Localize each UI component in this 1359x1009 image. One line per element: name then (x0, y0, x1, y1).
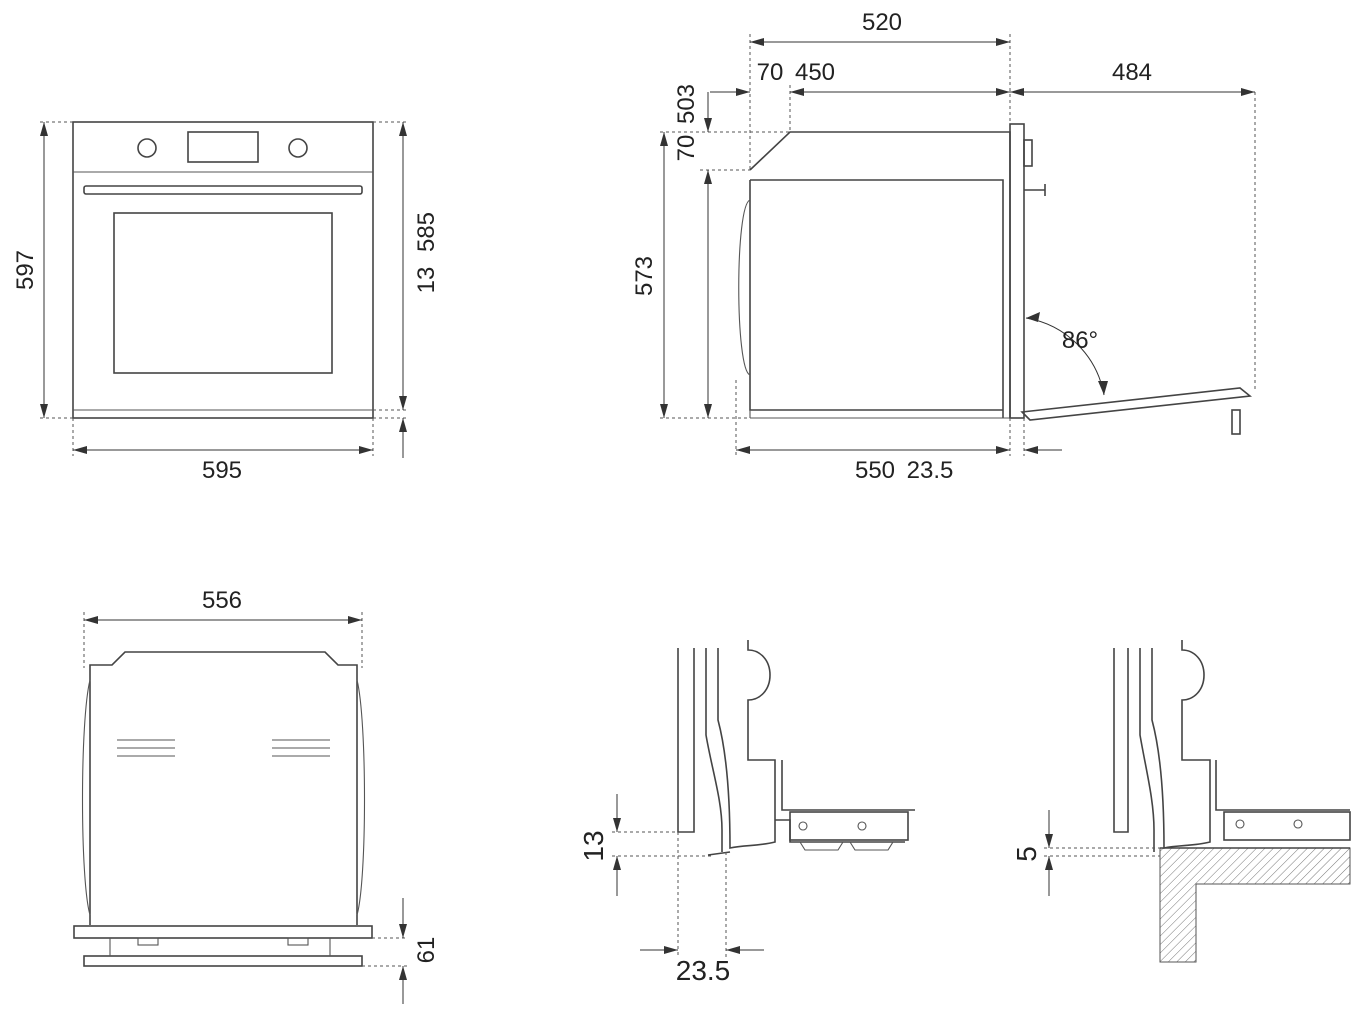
front-dimensions: 597 585 13 595 (12, 121, 440, 484)
dim-13-front: 13 (413, 267, 440, 294)
dim-70-top: 70 (757, 59, 784, 86)
detail1-panel (677, 648, 695, 833)
door-edge (83, 955, 363, 967)
detail-2-dimensions: 5 (1011, 810, 1160, 896)
right-knob-icon (288, 138, 308, 158)
top-view-dimensions: 556 61 (83, 587, 440, 1004)
angle-86: 86° (1062, 327, 1098, 354)
detail1-cavity (717, 640, 776, 849)
door-handle-side (1024, 184, 1046, 196)
detail2-panel (1113, 648, 1129, 833)
top-view (73, 651, 373, 967)
countertop-section (1159, 847, 1351, 963)
side-rear-bulge (738, 199, 751, 376)
dim-520: 520 (862, 9, 902, 36)
side-cavity (750, 179, 1004, 418)
side-body (749, 180, 1003, 411)
dim-484: 484 (1112, 59, 1152, 86)
dim-550: 550 (855, 457, 895, 484)
detail-1-dimensions: 13 23.5 (578, 794, 764, 986)
side-dimensions: 520 70 450 484 70 503 573 (631, 9, 1256, 484)
front-frame (73, 925, 373, 939)
door-panel (1009, 123, 1025, 419)
left-vent (117, 739, 175, 757)
dim-573: 573 (631, 256, 658, 296)
detail2-bracket (1223, 811, 1351, 841)
detail-2 (1113, 640, 1351, 963)
dim-450: 450 (795, 59, 835, 86)
detail-1 (677, 640, 915, 856)
left-knob-icon (137, 138, 157, 158)
open-door (1020, 387, 1253, 421)
dim-5-detail: 5 (1011, 846, 1042, 862)
front-view (72, 121, 374, 419)
door-foot (1231, 409, 1241, 435)
side-view: 86° (738, 123, 1253, 435)
detail1-frame-a (705, 648, 723, 852)
dim-556: 556 (202, 587, 242, 614)
side-top-profile (749, 131, 1011, 418)
door-knob (1023, 139, 1033, 167)
dim-503: 503 (673, 84, 700, 124)
door-handle (83, 185, 363, 195)
dim-595: 595 (202, 457, 242, 484)
detail2-cavity (1151, 640, 1211, 849)
dim-13-detail: 13 (578, 830, 609, 861)
top-view-body (89, 651, 358, 925)
dim-70-side: 70 (673, 135, 700, 162)
dim-597: 597 (12, 250, 39, 290)
detail1-bracket (789, 811, 909, 841)
front-outline (72, 121, 374, 419)
door-glass (113, 212, 333, 374)
dim-585: 585 (413, 212, 440, 252)
dim-23-5-side: 23.5 (907, 457, 954, 484)
dim-23-5-detail: 23.5 (676, 955, 731, 986)
display-window (187, 131, 259, 163)
dim-61: 61 (413, 937, 440, 964)
right-vent (272, 739, 330, 757)
